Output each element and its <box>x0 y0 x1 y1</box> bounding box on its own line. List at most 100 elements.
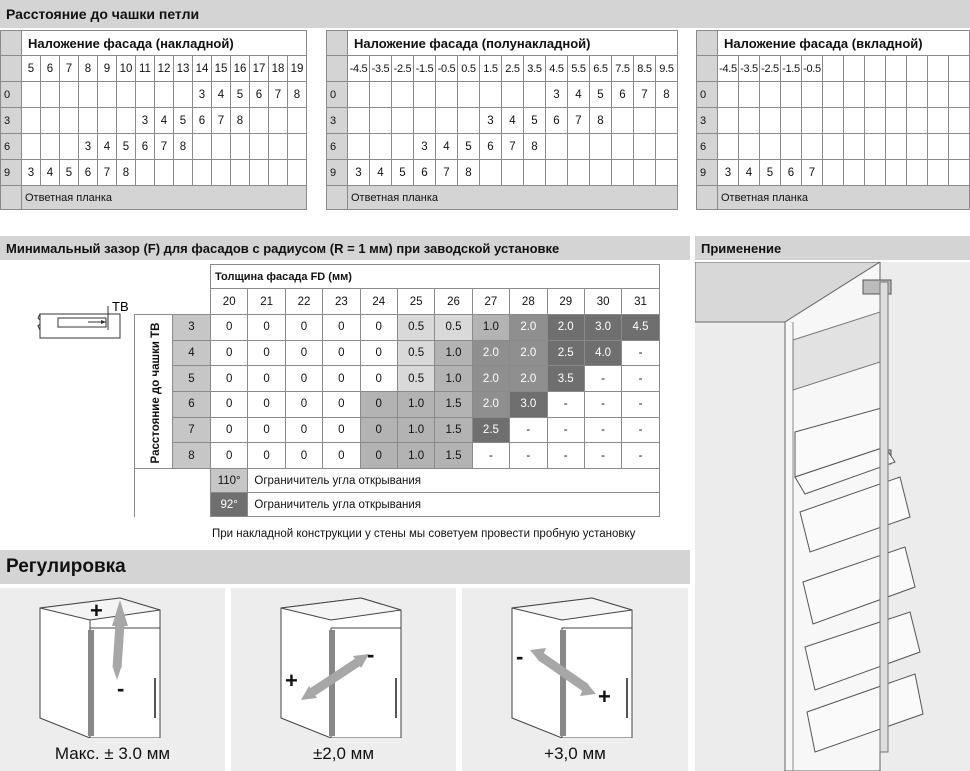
column-header: 8.5 <box>633 55 656 82</box>
table-cell <box>611 133 634 160</box>
table-cell <box>78 107 98 134</box>
table-cell <box>369 133 392 160</box>
table-cell <box>545 133 568 160</box>
table-cell: 0 <box>284 391 324 418</box>
cabinet-height-adjust <box>39 597 161 738</box>
table-cell: 7 <box>268 81 288 108</box>
section2-title: Минимальный зазор (F) для фасадов с ради… <box>6 240 560 256</box>
table-cell: 7 <box>801 159 823 186</box>
row-label: 4 <box>172 339 211 367</box>
column-header: 11 <box>135 55 155 82</box>
table-cell <box>21 81 41 108</box>
column-header: -0.5 <box>801 55 823 82</box>
table-cell <box>906 81 928 108</box>
table-cell: 7 <box>97 159 117 186</box>
table-cell <box>589 159 612 186</box>
row-label: 6 <box>0 133 22 160</box>
table-cell <box>759 133 781 160</box>
adjust-panel-1: + - Макс. ± 3.0 мм <box>0 588 225 771</box>
column-header: 2.5 <box>501 55 524 82</box>
table-cell <box>59 133 79 160</box>
table-cell <box>738 81 760 108</box>
limiter-text: Ограничитель угла открывания <box>247 468 660 494</box>
table-cell: 0 <box>284 442 324 470</box>
table-cell <box>843 107 865 134</box>
table-cell <box>843 159 865 186</box>
table-cell <box>611 159 634 186</box>
column-header: 9 <box>97 55 117 82</box>
table-cell <box>435 107 458 134</box>
table-cell: 8 <box>287 81 307 108</box>
table-cell <box>567 159 590 186</box>
table-cell: 5 <box>173 107 193 134</box>
table-cell: 6 <box>479 133 502 160</box>
row-label: 6 <box>172 391 211 418</box>
table-cell <box>501 159 524 186</box>
table-cell <box>801 81 823 108</box>
table-cell: 2.0 <box>471 339 511 367</box>
table-cell: - <box>509 416 548 444</box>
table-cell: - <box>546 391 585 418</box>
table-cell: - <box>471 442 511 470</box>
table-cell: 8 <box>173 133 193 160</box>
table-cell: 5 <box>116 133 136 160</box>
table-cell: 5 <box>759 159 781 186</box>
table-cell: 0 <box>247 416 286 444</box>
column-header: 1.5 <box>479 55 502 82</box>
table-cell <box>287 107 307 134</box>
table-cell <box>906 133 928 160</box>
table-cell: 8 <box>589 107 612 134</box>
tb-diagram: TB <box>37 299 129 339</box>
adjust-panel-2: + - ±2,0 мм <box>231 588 456 771</box>
table-cell: 0 <box>247 365 286 393</box>
row-label: 9 <box>0 159 22 186</box>
table-cell <box>822 81 844 108</box>
table-cell <box>864 133 886 160</box>
table-cell: - <box>621 339 660 367</box>
column-header: 4.5 <box>545 55 568 82</box>
table-cell: 5 <box>457 133 480 160</box>
table-cell <box>413 107 436 134</box>
limiter-row: 110°Ограничитель угла открывания <box>134 468 660 494</box>
table-cell: 0 <box>322 391 361 418</box>
table-cell: 0 <box>284 365 324 393</box>
table-cell: 2.0 <box>546 314 585 341</box>
table-cell: 3.0 <box>509 391 548 418</box>
table-cell: - <box>621 365 660 393</box>
table-cell <box>885 81 907 108</box>
row-label: 0 <box>326 81 348 108</box>
table-cell <box>822 133 844 160</box>
table-cell: 0 <box>209 416 249 444</box>
table-cell <box>135 159 155 186</box>
gap-header: Толщина фасада FD (мм) <box>210 264 660 289</box>
table-cell <box>948 81 970 108</box>
table-cell <box>927 107 949 134</box>
table-cell: 5 <box>59 159 79 186</box>
table-cell <box>759 81 781 108</box>
table-cell <box>391 107 414 134</box>
table-cell: 2.0 <box>471 391 511 418</box>
table-cell: 5 <box>523 107 546 134</box>
column-header: 3.5 <box>523 55 546 82</box>
column-header: -3.5 <box>369 55 392 82</box>
table-cell: 2.0 <box>471 365 511 393</box>
table-cell: - <box>583 365 623 393</box>
table-cell: 0 <box>209 365 249 393</box>
table-cell: - <box>621 442 660 470</box>
table-cell: 8 <box>116 159 136 186</box>
table-cell: 0 <box>284 339 324 367</box>
table-cell: 5 <box>589 81 612 108</box>
table-cell <box>347 107 370 134</box>
table-cell: 8 <box>655 81 678 108</box>
table-cell: 6 <box>135 133 155 160</box>
table-cell: 3 <box>135 107 155 134</box>
row-label: 3 <box>696 107 718 134</box>
column-header: 15 <box>211 55 231 82</box>
row-label: 3 <box>326 107 348 134</box>
